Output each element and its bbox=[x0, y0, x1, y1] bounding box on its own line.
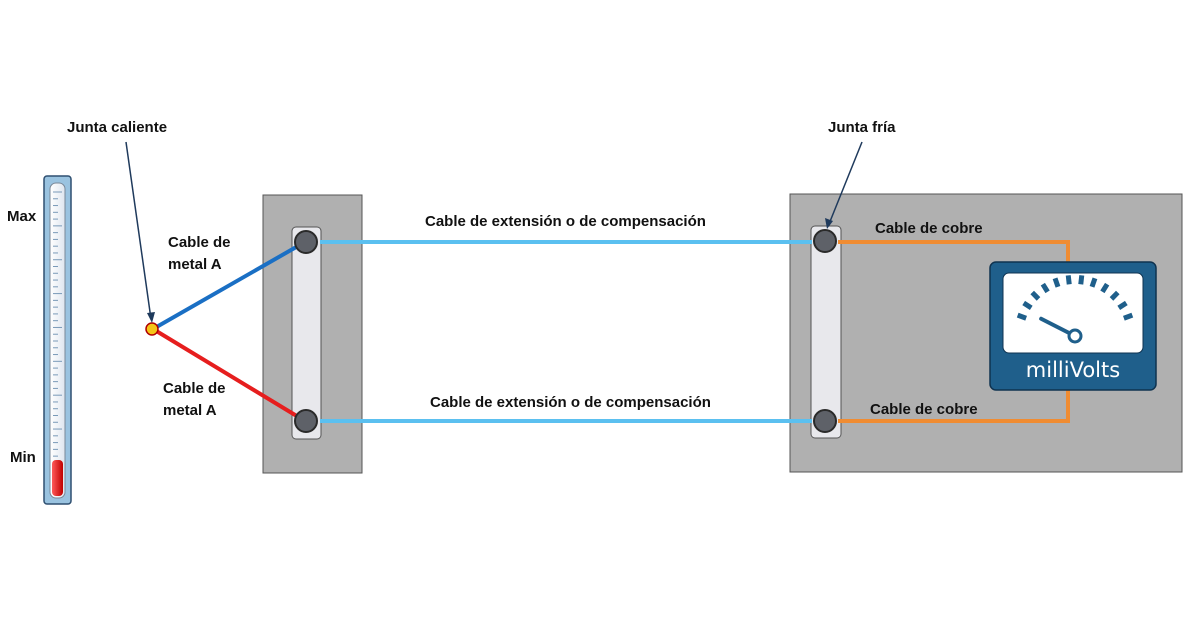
meter-dial-dash bbox=[1078, 275, 1085, 285]
cold-junction-arrowhead bbox=[825, 218, 833, 229]
meter-dial-dash bbox=[1100, 282, 1110, 294]
terminal-screw bbox=[294, 409, 318, 433]
meter-dial-dash bbox=[1065, 275, 1072, 285]
hot-junction-arrowhead bbox=[147, 312, 155, 323]
cold-junction-pointer bbox=[828, 141, 863, 225]
cold-junction-label: Junta fría bbox=[828, 119, 896, 136]
copper-top-label: Cable de cobre bbox=[875, 220, 983, 237]
terminal-screw bbox=[813, 409, 837, 433]
meter-dial-dash bbox=[1040, 282, 1050, 294]
extension-bottom-label: Cable de extensión o de compensación bbox=[430, 394, 711, 411]
meter-dial-dash bbox=[1052, 277, 1061, 288]
metal-a-top-wire bbox=[151, 240, 307, 331]
meter-dial-dash bbox=[1089, 277, 1098, 288]
hot-junction-dot bbox=[145, 322, 159, 336]
copper-bottom-label: Cable de cobre bbox=[870, 401, 978, 418]
copper-bottom-wire bbox=[838, 390, 1070, 423]
thermometer bbox=[43, 175, 72, 505]
meter-dial-dash bbox=[1109, 290, 1120, 301]
metal-a-bottom-wire bbox=[151, 327, 307, 423]
meter-pivot bbox=[1067, 328, 1083, 344]
max-label: Max bbox=[7, 208, 37, 225]
meter-dial-dash bbox=[1022, 300, 1033, 310]
hot-junction-label: Junta caliente bbox=[67, 119, 167, 136]
copper-top-wire bbox=[838, 240, 1070, 262]
meter-unit-label: milliVolts bbox=[1026, 358, 1120, 382]
meter-dial-dash bbox=[1030, 290, 1041, 301]
meter-dial-dash bbox=[1117, 300, 1128, 310]
metal-a-top-label-line2: metal A bbox=[168, 256, 222, 273]
min-label: Min bbox=[10, 449, 36, 466]
metal-a-top-label-line1: Cable de bbox=[168, 234, 231, 251]
thermometer-level bbox=[52, 460, 63, 496]
meter-dial-dash bbox=[1016, 312, 1027, 321]
hot-junction-pointer bbox=[125, 141, 152, 320]
millivoltmeter: milliVolts bbox=[989, 261, 1157, 391]
left-terminal-strip bbox=[291, 226, 322, 440]
right-terminal-strip bbox=[810, 225, 842, 439]
terminal-screw bbox=[813, 229, 837, 253]
meter-dial-dash bbox=[1123, 312, 1134, 321]
extension-top-label: Cable de extensión o de compensación bbox=[425, 213, 706, 230]
metal-a-bottom-label-line2: metal A bbox=[163, 402, 217, 419]
terminal-screw bbox=[294, 230, 318, 254]
metal-a-bottom-label-line1: Cable de bbox=[163, 380, 226, 397]
meter-dial-scale bbox=[1016, 275, 1134, 321]
